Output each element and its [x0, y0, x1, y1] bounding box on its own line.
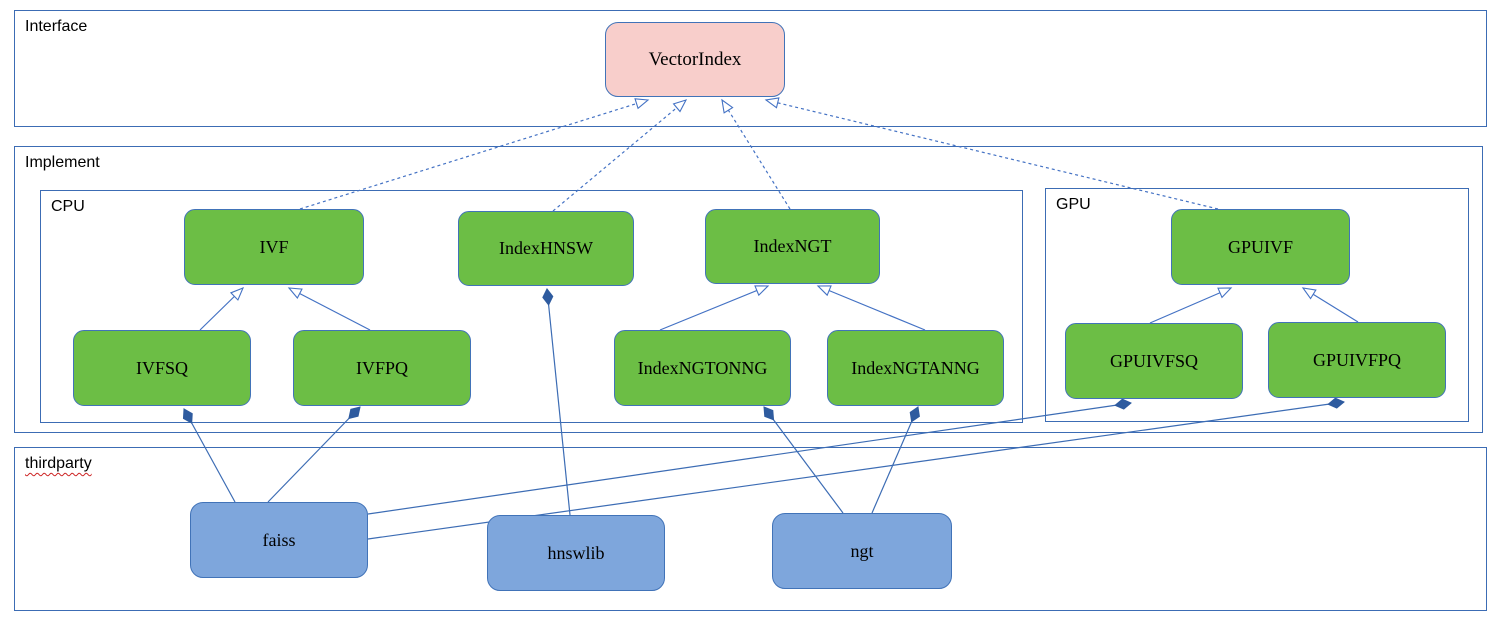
group-thirdparty[interactable]: thirdparty	[14, 447, 1487, 611]
node-indexhnsw-label: IndexHNSW	[499, 238, 593, 258]
edge-indexngtanng-indexngt[interactable]	[816, 285, 926, 331]
edge-gpuivfsq-gpuivf[interactable]	[1149, 287, 1233, 324]
node-gpuivfsq[interactable]: GPUIVFSQ	[1065, 323, 1243, 399]
edge-faiss-ivfsq[interactable]	[182, 408, 236, 503]
node-gpuivf[interactable]: GPUIVF	[1171, 209, 1350, 285]
node-faiss-label: faiss	[262, 529, 296, 550]
node-gpuivf-label: GPUIVF	[1227, 236, 1293, 257]
edge-indexhnsw-vectorindex[interactable]	[552, 99, 688, 212]
group-gpu-label: GPU	[1056, 196, 1091, 213]
edge-ivf-vectorindex[interactable]	[299, 98, 650, 210]
group-cpu-label: CPU	[51, 198, 85, 215]
node-gpuivfsq-label: GPUIVFSQ	[1109, 350, 1199, 371]
node-faiss[interactable]: faiss	[190, 502, 368, 578]
node-ivfsq-label: IVFSQ	[135, 357, 188, 378]
node-indexngtonng[interactable]: IndexNGTONNG	[614, 330, 791, 406]
node-vectorindex[interactable]: VectorIndex	[605, 22, 785, 97]
group-implement-label: Implement	[25, 154, 100, 171]
node-hnswlib-label: hnswlib	[547, 542, 605, 563]
node-indexngt[interactable]: IndexNGT	[705, 209, 880, 284]
edge-indexngt-vectorindex[interactable]	[721, 98, 791, 210]
node-ngt-label: ngt	[850, 540, 874, 561]
edge-indexngtonng-indexngt[interactable]	[659, 285, 770, 331]
group-gpu[interactable]: GPU	[1045, 188, 1469, 422]
node-indexngtanng-label: IndexNGTANNG	[851, 357, 980, 378]
group-interface-label: Interface	[25, 18, 88, 35]
edge-ivfpq-ivf[interactable]	[287, 287, 371, 331]
node-ngt[interactable]: ngt	[772, 513, 952, 589]
node-ivfsq[interactable]: IVFSQ	[73, 330, 251, 406]
edge-gpuivf-vectorindex[interactable]	[764, 97, 1219, 210]
group-interface[interactable]: Interface	[14, 10, 1487, 127]
group-implement[interactable]: Implement	[14, 146, 1483, 433]
edge-ngt-indexngtonng[interactable]	[763, 406, 844, 514]
node-ivfpq[interactable]: IVFPQ	[293, 330, 471, 406]
node-indexngtanng[interactable]: IndexNGTANNG	[827, 330, 1004, 406]
node-indexngtonng-label: IndexNGTONNG	[637, 357, 768, 378]
node-gpuivfpq-label: GPUIVFPQ	[1312, 349, 1402, 370]
group-cpu[interactable]: CPU	[40, 190, 1023, 423]
node-vectorindex-label: VectorIndex	[648, 48, 742, 70]
edge-gpuivfpq-gpuivf[interactable]	[1301, 287, 1359, 323]
node-indexngt-label: IndexNGT	[753, 236, 832, 256]
group-thirdparty-label: thirdparty	[25, 455, 92, 472]
edge-ivfsq-ivf[interactable]	[199, 287, 245, 331]
edge-ngt-indexngtanng[interactable]	[871, 406, 920, 514]
node-gpuivfpq[interactable]: GPUIVFPQ	[1268, 322, 1446, 398]
edge-faiss-gpuivfsq[interactable]	[367, 398, 1132, 515]
node-ivfpq-label: IVFPQ	[355, 357, 408, 378]
node-indexhnsw[interactable]: IndexHNSW	[458, 211, 634, 286]
node-hnswlib[interactable]: hnswlib	[487, 515, 665, 591]
node-ivf[interactable]: IVF	[184, 209, 364, 285]
edge-hnswlib-indexhnsw[interactable]	[542, 288, 571, 516]
edge-faiss-ivfpq[interactable]	[267, 406, 361, 503]
node-ivf-label: IVF	[259, 236, 289, 257]
